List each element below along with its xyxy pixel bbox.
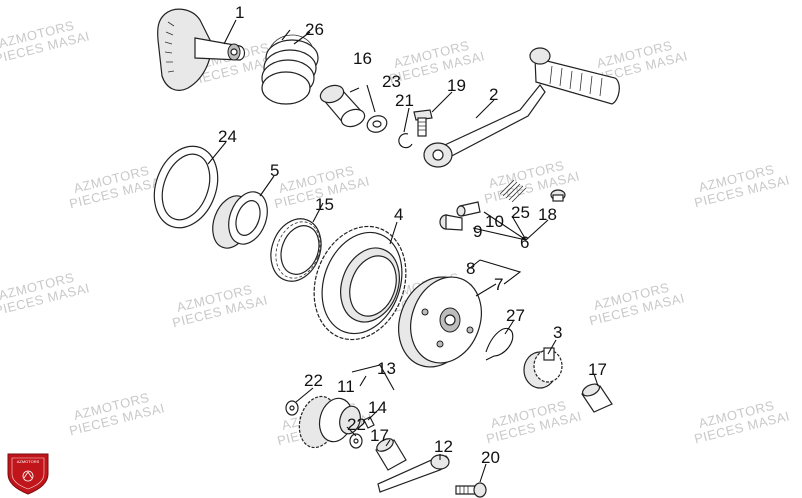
part-gear-4[interactable] bbox=[299, 213, 421, 352]
part-spring-27[interactable] bbox=[485, 327, 514, 361]
callout-10: 10 bbox=[485, 212, 504, 231]
callout-1: 1 bbox=[235, 3, 244, 22]
callout-15: 15 bbox=[315, 195, 334, 214]
part-needle-ring-15[interactable] bbox=[263, 212, 330, 289]
part-washer-23[interactable] bbox=[365, 113, 389, 135]
part-circlip-21[interactable] bbox=[398, 133, 413, 149]
part-kick-shaft[interactable] bbox=[157, 8, 246, 91]
part-pin-17-right[interactable] bbox=[581, 382, 613, 413]
part-bolt-20[interactable] bbox=[455, 482, 487, 498]
part-cap-18[interactable] bbox=[550, 189, 566, 202]
callout-3: 3 bbox=[553, 323, 562, 342]
part-arm-12[interactable] bbox=[377, 454, 450, 493]
callout-6: 6 bbox=[520, 233, 529, 252]
part-spring[interactable] bbox=[261, 29, 319, 105]
part-sleeve[interactable] bbox=[318, 82, 367, 129]
brand-logo: AZMOTORS bbox=[7, 453, 49, 495]
callout-4: 4 bbox=[394, 205, 403, 224]
part-spring-25[interactable] bbox=[499, 179, 527, 203]
callout-24: 24 bbox=[218, 127, 237, 146]
part-drum-7[interactable] bbox=[386, 266, 493, 377]
callout-22-left: 22 bbox=[304, 371, 323, 390]
callout-21: 21 bbox=[395, 91, 414, 110]
leader-lines bbox=[207, 19, 599, 483]
callout-19: 19 bbox=[447, 76, 466, 95]
part-washer-22-left[interactable] bbox=[285, 400, 299, 416]
callout-23: 23 bbox=[382, 72, 401, 91]
callout-27: 27 bbox=[506, 306, 525, 325]
logo-text: AZMOTORS bbox=[17, 459, 40, 464]
part-gear-3[interactable] bbox=[523, 347, 563, 389]
part-bearing-5[interactable] bbox=[206, 186, 274, 253]
part-ring-24[interactable] bbox=[143, 137, 228, 236]
callout-12: 12 bbox=[434, 437, 453, 456]
part-pin-14[interactable] bbox=[363, 416, 375, 429]
callout-26: 26 bbox=[305, 20, 324, 39]
callout-17-bottom: 17 bbox=[370, 426, 389, 445]
part-bolt-19[interactable] bbox=[413, 109, 433, 137]
part-pin-17-bottom[interactable] bbox=[375, 436, 407, 471]
callout-20: 20 bbox=[481, 448, 500, 467]
callout-8: 8 bbox=[466, 259, 475, 278]
callout-11: 11 bbox=[337, 377, 355, 396]
callout-22-right: 22 bbox=[347, 415, 366, 434]
callout-13: 13 bbox=[377, 359, 396, 378]
callout-18: 18 bbox=[538, 205, 557, 224]
part-pin-10[interactable] bbox=[456, 201, 481, 217]
part-gear-11[interactable] bbox=[294, 392, 363, 452]
callout-5: 5 bbox=[270, 161, 279, 180]
callout-9: 9 bbox=[473, 222, 482, 241]
callout-labels: 1 2 3 4 5 6 7 8 9 10 11 12 13 14 15 16 1… bbox=[218, 3, 607, 467]
callout-7: 7 bbox=[494, 275, 503, 294]
part-plug-9[interactable] bbox=[439, 214, 463, 231]
callout-2: 2 bbox=[489, 85, 498, 104]
part-kick-lever[interactable] bbox=[423, 47, 620, 168]
part-washer-22-right[interactable] bbox=[349, 433, 363, 449]
callout-17-right: 17 bbox=[588, 360, 607, 379]
callout-14: 14 bbox=[368, 398, 387, 417]
callout-25: 25 bbox=[511, 203, 530, 222]
callout-16: 16 bbox=[353, 49, 372, 68]
